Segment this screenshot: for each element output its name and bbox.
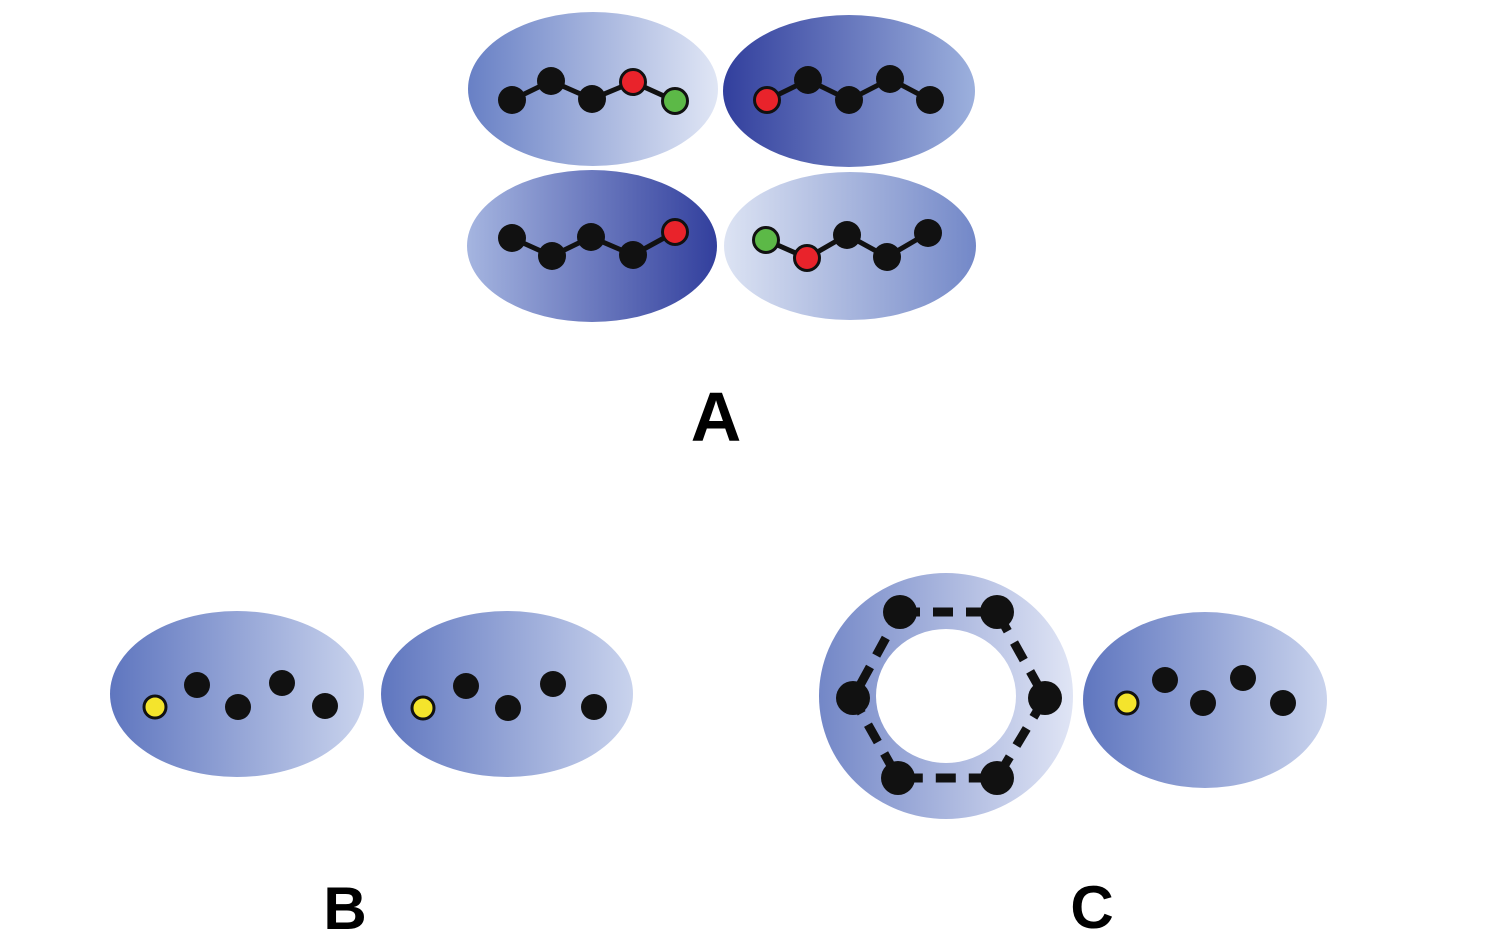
- black-bead-dot: [1270, 690, 1296, 716]
- black-bead-dot: [836, 681, 870, 715]
- vesicle-b-left: [110, 611, 364, 777]
- black-bead-dot: [914, 219, 942, 247]
- black-bead-dot: [916, 86, 944, 114]
- black-bead-dot: [538, 242, 566, 270]
- panel-b-label: B: [323, 875, 367, 942]
- vesicle-a-top-left: [468, 12, 718, 166]
- red-bead-dot: [661, 218, 689, 246]
- red-bead-dot: [793, 244, 821, 272]
- green-bead-dot: [661, 87, 689, 115]
- panel-a-label: A: [690, 378, 742, 456]
- red-bead-dot: [619, 68, 647, 96]
- yellow-bead-dot: [1114, 690, 1140, 716]
- black-bead-dot: [581, 694, 607, 720]
- yellow-bead-dot: [410, 695, 436, 721]
- black-bead-dot: [225, 694, 251, 720]
- vesicle-b-right: [381, 611, 633, 777]
- black-bead-dot: [498, 224, 526, 252]
- black-bead-dot: [312, 693, 338, 719]
- black-bead-dot: [835, 86, 863, 114]
- vesicle-body: [381, 611, 633, 777]
- black-bead-dot: [537, 67, 565, 95]
- yellow-bead-dot: [142, 694, 168, 720]
- black-bead-dot: [833, 221, 861, 249]
- black-bead-dot: [1152, 667, 1178, 693]
- black-bead-dot: [498, 86, 526, 114]
- green-bead-dot: [752, 226, 780, 254]
- black-bead-dot: [881, 761, 915, 795]
- black-bead-dot: [578, 85, 606, 113]
- panel-c-label: C: [1070, 874, 1114, 941]
- vesicle-body: [110, 611, 364, 777]
- black-bead-dot: [269, 670, 295, 696]
- black-bead-dot: [184, 672, 210, 698]
- black-bead-dot: [794, 66, 822, 94]
- vesicle-a-bottom-right: [724, 172, 976, 320]
- black-bead-dot: [873, 243, 901, 271]
- red-bead-dot: [753, 86, 781, 114]
- black-bead-dot: [495, 695, 521, 721]
- black-bead-dot: [980, 595, 1014, 629]
- vesicle-c-right: [1083, 612, 1327, 788]
- black-bead-dot: [540, 671, 566, 697]
- ring-hole: [876, 629, 1016, 763]
- black-bead-dot: [577, 223, 605, 251]
- black-bead-dot: [980, 761, 1014, 795]
- black-bead-dot: [876, 65, 904, 93]
- black-bead-dot: [1230, 665, 1256, 691]
- vesicle-a-top-right: [723, 15, 975, 167]
- black-bead-dot: [883, 595, 917, 629]
- black-bead-dot: [619, 241, 647, 269]
- black-bead-dot: [1190, 690, 1216, 716]
- ring-vesicle: [819, 573, 1073, 819]
- vesicle-a-bottom-left: [467, 170, 717, 322]
- black-bead-dot: [1028, 681, 1062, 715]
- black-bead-dot: [453, 673, 479, 699]
